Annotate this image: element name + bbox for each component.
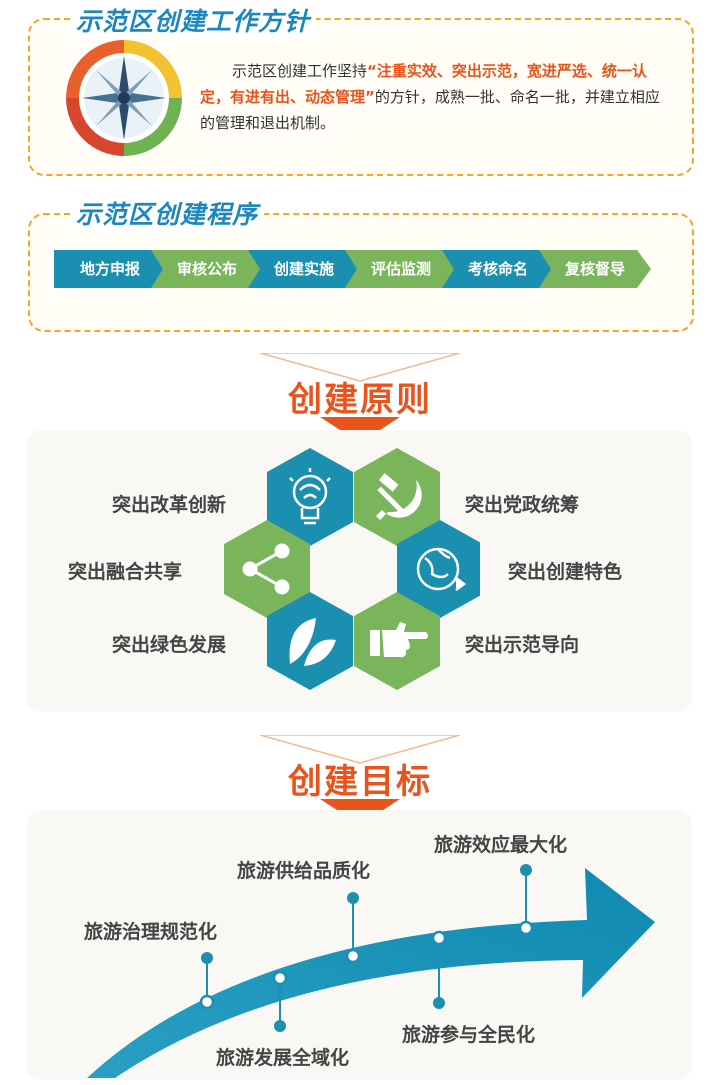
goal-0: 旅游治理规范化 xyxy=(84,921,218,943)
principle-1: 突出党政统筹 xyxy=(465,494,580,516)
procedure-step-1: 审核公布 xyxy=(151,250,263,288)
goal-2: 旅游供给品质化 xyxy=(237,860,371,882)
procedure-title: 示范区创建程序 xyxy=(70,195,265,231)
goal-1: 旅游发展全域化 xyxy=(216,1047,350,1069)
procedure-step-label: 创建实施 xyxy=(273,260,334,278)
policy-text-after: 的方针，成熟一批、命名一批，并建立相应的管理和退出机制。 xyxy=(200,88,660,132)
pointing-hand-icon xyxy=(370,622,428,658)
procedure-step-label: 考核命名 xyxy=(467,260,528,278)
procedure-step-4: 考核命名 xyxy=(442,250,554,288)
goals-heading: 创建目标 xyxy=(288,762,432,802)
procedure-step-2: 创建实施 xyxy=(248,250,360,288)
goals-arrow xyxy=(87,864,655,1078)
goal-3: 旅游参与全民化 xyxy=(402,1024,536,1046)
policy-text-before: 示范区创建工作坚持 xyxy=(232,62,368,80)
procedure-step-label: 审核公布 xyxy=(176,260,237,278)
principle-3: 突出创建特色 xyxy=(508,561,623,583)
policy-title: 示范区创建工作方针 xyxy=(70,2,317,38)
policy-text: 示范区创建工作坚持“注重实效、突出示范，宽进严选、统一认定，有进有出、动态管理”… xyxy=(200,58,660,136)
procedure-step-3: 评估监测 xyxy=(345,250,457,288)
principles-heading: 创建原则 xyxy=(288,380,432,420)
globe-icon xyxy=(416,547,467,591)
procedure-step-label: 复核督导 xyxy=(564,260,625,278)
leaves-icon xyxy=(289,618,336,666)
share-icon xyxy=(242,543,290,595)
policy-text-highlight: “注重实效、突出示范，宽进严选、统一认定，有进有出、动态管理” xyxy=(200,62,647,106)
principle-5: 突出示范导向 xyxy=(465,634,580,656)
procedure-step-5: 复核督导 xyxy=(539,250,651,288)
procedure-step-0: 地方申报 xyxy=(54,250,166,288)
principles-hexagons xyxy=(224,448,480,690)
principle-0: 突出改革创新 xyxy=(112,494,227,516)
goal-4: 旅游效应最大化 xyxy=(434,834,568,856)
lightbulb-icon xyxy=(289,468,331,525)
principle-2: 突出融合共享 xyxy=(68,561,183,583)
procedure-step-label: 地方申报 xyxy=(79,260,140,278)
procedure-step-label: 评估监测 xyxy=(370,260,431,278)
principle-4: 突出绿色发展 xyxy=(112,634,227,656)
compass-icon xyxy=(64,38,184,158)
hammer-sickle-icon xyxy=(376,473,422,520)
